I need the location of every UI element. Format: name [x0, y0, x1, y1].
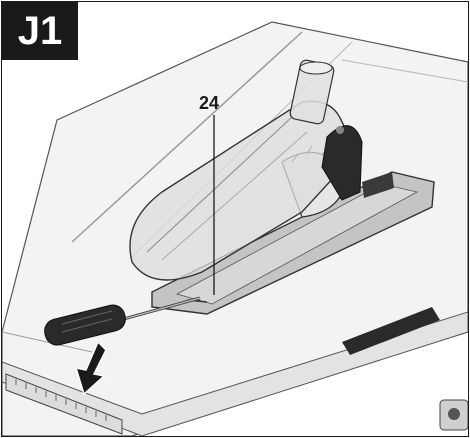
downward-arrow-icon	[74, 340, 107, 396]
riving-knife-bracket	[321, 125, 394, 201]
figure-label: J1	[2, 2, 78, 60]
callout-label-24: 24	[199, 93, 220, 113]
screwdriver-icon	[44, 296, 201, 346]
blade-guard	[129, 59, 358, 281]
